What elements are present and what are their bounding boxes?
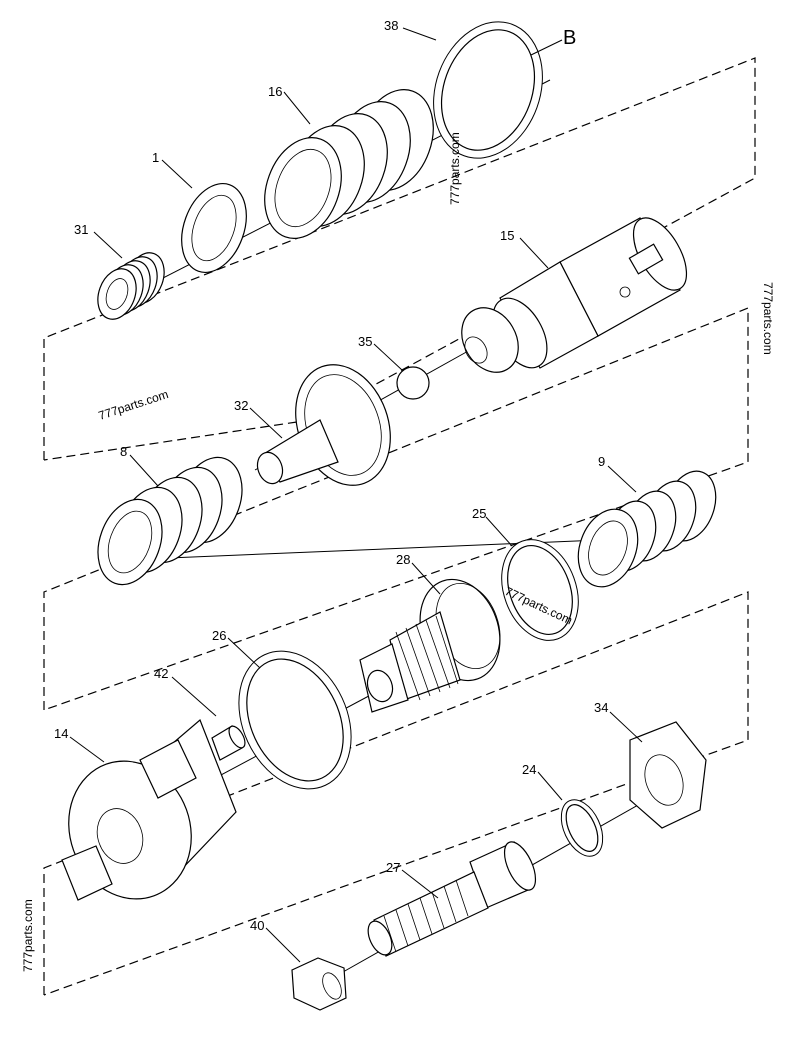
part-16-spring	[264, 89, 434, 239]
part-27-screw	[367, 841, 537, 957]
part-25-seal	[501, 539, 579, 641]
callout-26: 26	[212, 628, 226, 643]
watermark-center-top: 777parts.com	[448, 132, 462, 205]
part-1-washer	[181, 182, 247, 274]
callout-40: 40	[250, 918, 264, 933]
callout-35: 35	[358, 334, 372, 349]
part-40-nut	[291, 957, 347, 1011]
watermark-left: 777parts.com	[97, 387, 170, 423]
callout-9: 9	[598, 454, 605, 469]
callout-16: 16	[268, 84, 282, 99]
part-34-nut	[629, 721, 707, 829]
part-9-spring	[577, 470, 717, 588]
assembly-frame-middle	[43, 307, 749, 711]
callout-25: 25	[472, 506, 486, 521]
callout-42: 42	[154, 666, 168, 681]
callout-32: 32	[234, 398, 248, 413]
part-14-housing	[61, 718, 237, 901]
callout-31: 31	[74, 222, 88, 237]
watermark-right: 777parts.com	[761, 282, 775, 355]
callout-34: 34	[594, 700, 608, 715]
assembly-frame-top	[43, 57, 756, 461]
callout-24: 24	[522, 762, 536, 777]
part-28-threaded-body	[359, 578, 501, 713]
leader-lines	[69, 27, 643, 963]
part-32-piston	[256, 364, 391, 486]
callout-1: 1	[152, 150, 159, 165]
part-26-gasket	[238, 650, 352, 790]
watermark-bottom-left: 777parts.com	[21, 899, 35, 972]
part-31-small-spring	[97, 252, 165, 320]
callout-15: 15	[500, 228, 514, 243]
view-label-b: B	[563, 27, 576, 49]
callout-8: 8	[120, 444, 127, 459]
assembly-frame-bottom	[43, 591, 749, 996]
part-24-oring	[560, 799, 604, 857]
part-35-ball	[396, 366, 430, 400]
callout-14: 14	[54, 726, 68, 741]
part-42-fitting	[211, 725, 246, 761]
callout-38: 38	[384, 18, 398, 33]
callout-28: 28	[396, 552, 410, 567]
part-15-spool	[461, 217, 688, 373]
part-38-gasket	[433, 21, 543, 159]
part-8-spring	[97, 456, 243, 586]
callout-27: 27	[386, 860, 400, 875]
